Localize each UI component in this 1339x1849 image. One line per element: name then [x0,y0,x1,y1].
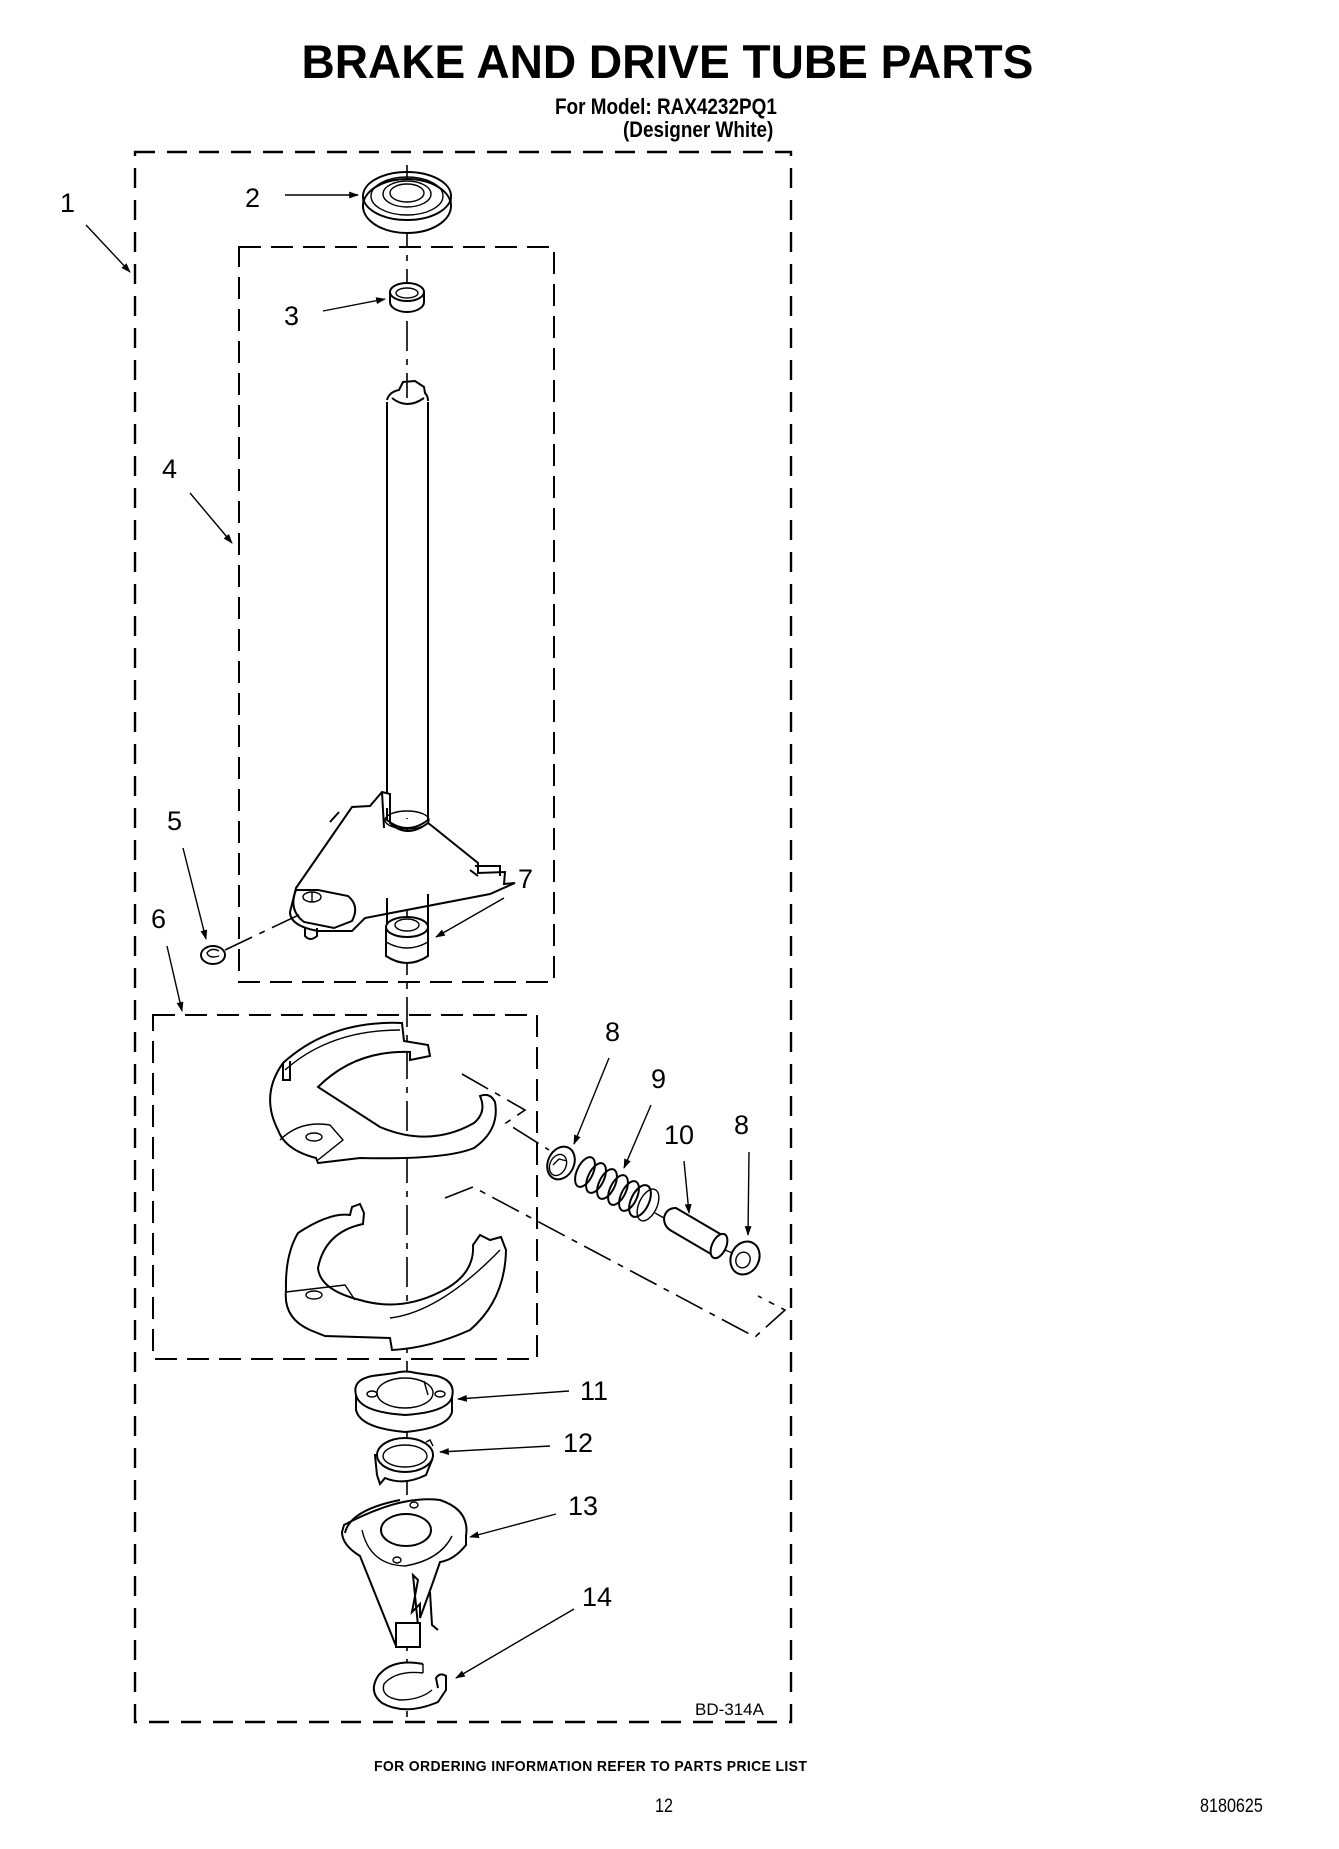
leader-5 [182,847,208,940]
page-title: BRAKE AND DRIVE TUBE PARTS [0,34,1339,89]
leader-13 [469,1513,557,1539]
leader-3 [322,297,386,312]
callout-11: 11 [580,1376,609,1406]
part-2-seal [362,171,452,234]
part-9-spring [574,1156,665,1222]
callout-14: 14 [582,1582,613,1612]
callout-8a: 8 [605,1017,621,1047]
part-4-drive-tube [288,379,516,940]
callout-1: 1 [60,188,76,218]
callout-10: 10 [664,1120,695,1150]
part-8a-washer [546,1145,576,1181]
callout-6: 6 [151,904,167,934]
leader-9 [623,1104,652,1169]
page-title-text: BRAKE AND DRIVE TUBE PARTS [301,35,1034,88]
ordering-note: FOR ORDERING INFORMATION REFER TO PARTS … [374,1758,808,1775]
part-6-brake-shoes [269,1021,508,1352]
leader-7 [435,897,505,938]
callout-9: 9 [651,1064,667,1094]
leader-10 [683,1160,692,1214]
part-12-collar [373,1437,434,1487]
leader-8a [573,1057,610,1145]
leader-11 [457,1390,570,1402]
part-7-bushing [385,916,429,964]
part-10-pin [662,1206,736,1260]
part-11-flange [354,1370,454,1434]
variant-line: (Designer White) [623,117,774,142]
group-box-4 [238,246,555,983]
leader-lines [85,191,752,1679]
leader-12 [439,1445,551,1455]
model-line: For Model: RAX4232PQ1 [555,94,777,119]
group-box-1 [133,150,793,1724]
callout-3: 3 [284,301,300,331]
part-13-bracket [340,1498,468,1648]
callout-12: 12 [563,1428,594,1458]
drawing-code: BD-314A [695,1700,764,1719]
part-5-clip [200,911,306,965]
callout-4: 4 [162,454,178,484]
callout-8b: 8 [734,1110,750,1140]
callout-5: 5 [167,806,183,836]
document-number: 8180625 [1200,1796,1263,1817]
callout-2: 2 [245,183,261,213]
leader-6 [166,945,184,1012]
part-14-ring [372,1661,447,1711]
callout-7: 7 [518,864,534,894]
callout-13: 13 [568,1491,599,1521]
group-box-6 [152,1014,538,1360]
leader-8b [744,1151,752,1236]
part-3-bushing [389,282,425,313]
leader-14 [455,1608,575,1679]
leader-1 [85,224,131,273]
part-8b-washer [729,1240,761,1276]
page-number: 12 [655,1796,673,1817]
leader-4 [189,492,233,544]
spring-assembly-guides [444,1073,787,1338]
